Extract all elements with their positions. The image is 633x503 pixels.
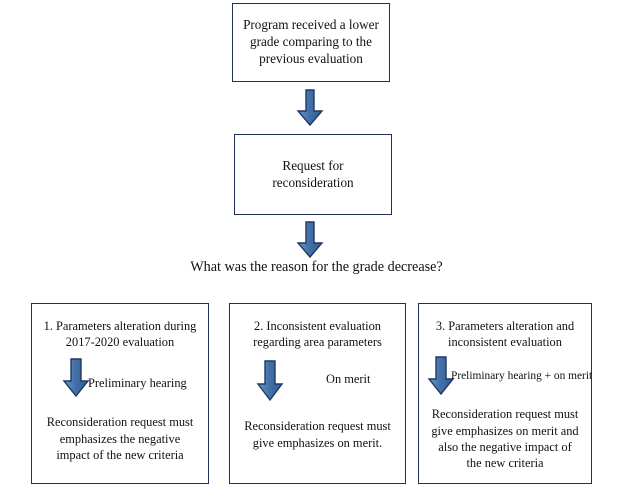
option-1-title: 1. Parameters alteration during 2017-202…: [43, 319, 197, 350]
option-2-arrow-caption: On merit: [326, 372, 371, 387]
option-3-body: Reconsideration request must give emphas…: [431, 407, 579, 471]
option-2-body: Reconsideration request must give emphas…: [244, 419, 391, 450]
option-box-1: 1. Parameters alteration during 2017-202…: [31, 303, 209, 484]
question-grade-decrease-reason: What was the reason for the grade decrea…: [190, 259, 443, 275]
arrow-down-option-1: [62, 358, 90, 398]
option-2-arrow-row: On merit: [238, 360, 397, 406]
option-3-arrow-caption: Preliminary hearing + on merit: [451, 370, 593, 383]
option-box-2: 2. Inconsistent evaluation regarding are…: [229, 303, 406, 484]
option-1-arrow-caption: Preliminary hearing: [88, 376, 187, 391]
arrow-down-option-3: [427, 356, 455, 396]
arrow-down-start-to-request: [296, 89, 324, 127]
node-request-label: Request for reconsideration: [272, 157, 354, 190]
option-1-arrow-row: Preliminary hearing: [40, 358, 200, 402]
arrow-down-request-to-question: [296, 221, 324, 259]
option-3-title: 3. Parameters alteration and inconsisten…: [435, 319, 575, 350]
node-start-label: Program received a lower grade comparing…: [243, 17, 379, 66]
option-3-arrow-row: Preliminary hearing + on merit: [427, 356, 592, 396]
option-2-title: 2. Inconsistent evaluation regarding are…: [253, 319, 382, 350]
node-program-received-lower-grade: Program received a lower grade comparing…: [232, 3, 390, 82]
node-request-for-reconsideration: Request for reconsideration: [234, 134, 392, 215]
arrow-down-option-2: [256, 360, 284, 402]
option-box-3: 3. Parameters alteration and inconsisten…: [418, 303, 592, 484]
option-1-body: Reconsideration request must emphasizes …: [46, 415, 194, 462]
